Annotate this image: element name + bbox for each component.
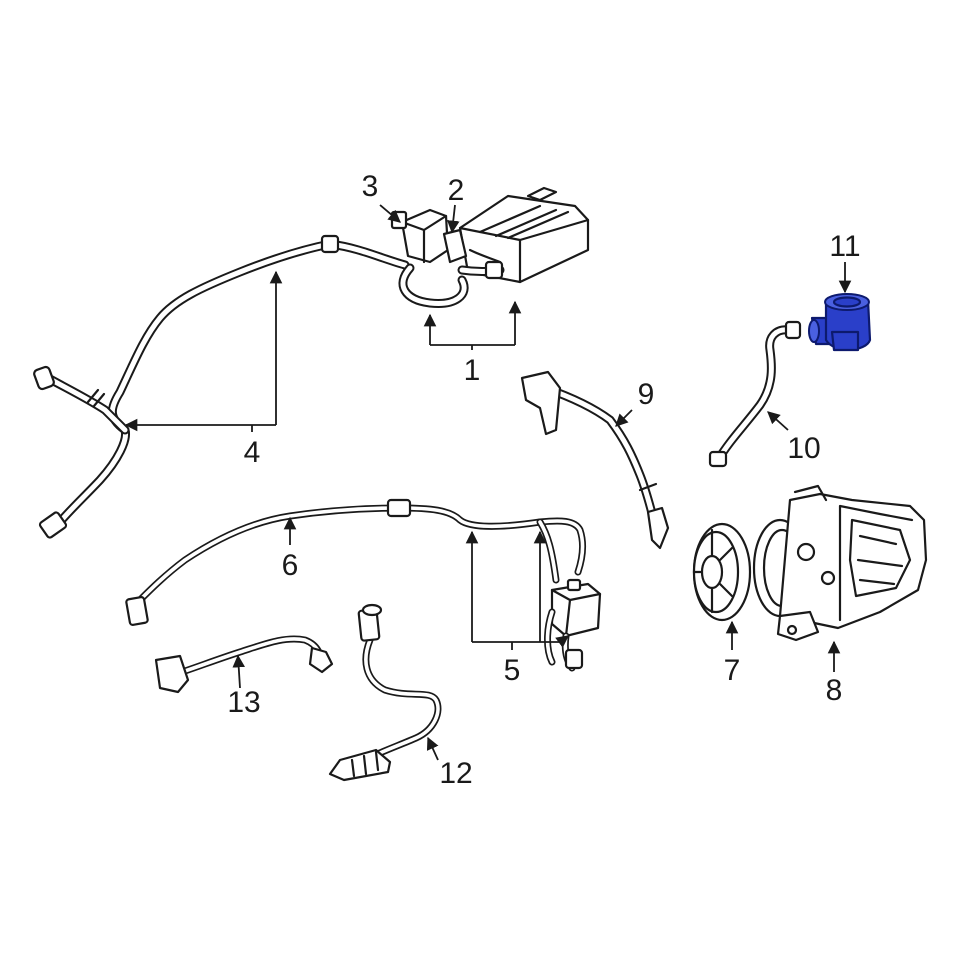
callout-8: 8 [826, 674, 843, 707]
callout-13: 13 [227, 686, 260, 719]
wire-part-6[interactable] [125, 498, 587, 626]
pulley-part-7[interactable] [692, 522, 752, 622]
callout-4: 4 [244, 436, 261, 469]
callout-labels: 1 2 3 4 5 6 7 8 9 10 11 12 13 [227, 170, 860, 790]
solenoid-part-5[interactable] [536, 518, 602, 672]
callout-12: 12 [439, 757, 472, 790]
valve-part-11-highlighted[interactable] [808, 293, 872, 352]
leader-lines [124, 204, 852, 761]
purge-valve-part-3[interactable] [390, 208, 450, 264]
callout-11: 11 [829, 230, 860, 263]
vapor-line-part-4[interactable] [33, 234, 410, 539]
sensor-part-13[interactable] [154, 635, 334, 694]
callout-5: 5 [504, 654, 521, 687]
evap-canister-part-1[interactable] [398, 186, 590, 308]
hose-part-10[interactable] [708, 320, 802, 468]
hose-part-9[interactable] [520, 370, 670, 550]
pump-part-8[interactable] [752, 484, 928, 642]
sensor-part-12[interactable] [328, 603, 442, 782]
callout-10: 10 [787, 432, 820, 465]
callout-9: 9 [638, 378, 655, 411]
callout-7: 7 [724, 654, 741, 687]
callout-2: 2 [448, 174, 465, 207]
callout-1: 1 [464, 354, 481, 387]
callout-3: 3 [362, 170, 379, 203]
callout-6: 6 [282, 549, 299, 582]
